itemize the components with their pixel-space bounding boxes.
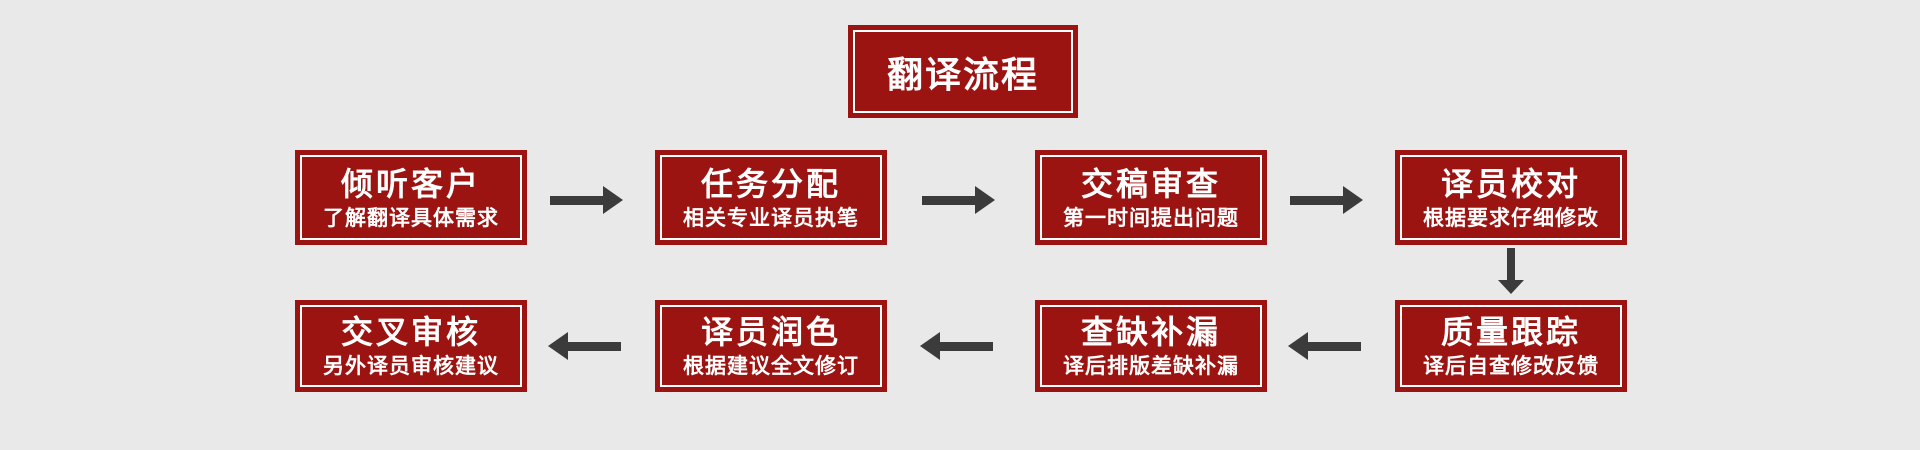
step-title: 查缺补漏 [1080,314,1221,351]
step-title: 任务分配 [700,165,841,202]
flowchart-title-box: 翻译流程 [848,25,1078,118]
flowchart-title-inner-frame: 翻译流程 [853,30,1073,113]
step-box-quality-tracking: 质量跟踪 译后自查修改反馈 [1395,300,1627,392]
step-subtitle: 了解翻译具体需求 [323,206,499,230]
step-subtitle: 根据建议全文修订 [683,355,859,379]
step-title: 倾听客户 [340,165,481,202]
step-subtitle: 译后排版差缺补漏 [1063,355,1239,379]
step-box-translator-proofreading: 译员校对 根据要求仔细修改 [1395,150,1627,245]
step-box-gap-filling: 查缺补漏 译后排版差缺补漏 [1035,300,1267,392]
arrow-left-icon [548,332,621,360]
step-box-draft-review: 交稿审查 第一时间提出问题 [1035,150,1267,245]
step-box-translator-polishing: 译员润色 根据建议全文修订 [655,300,887,392]
step-subtitle: 第一时间提出问题 [1063,206,1239,230]
step-subtitle: 根据要求仔细修改 [1423,206,1599,230]
arrow-left-icon [1288,332,1361,360]
step-title: 译员润色 [700,314,841,351]
arrow-right-icon [550,186,623,214]
step-box-cross-review: 交叉审核 另外译员审核建议 [295,300,527,392]
step-title: 质量跟踪 [1440,314,1581,351]
step-box-task-assignment: 任务分配 相关专业译员执笔 [655,150,887,245]
step-subtitle: 相关专业译员执笔 [683,206,859,230]
step-title: 交叉审核 [340,314,481,351]
step-title: 交稿审查 [1080,165,1221,202]
step-subtitle: 译后自查修改反馈 [1423,355,1599,379]
step-box-listen-client: 倾听客户 了解翻译具体需求 [295,150,527,245]
flowchart-title: 翻译流程 [886,53,1039,95]
arrow-down-icon [1498,248,1524,294]
step-title: 译员校对 [1440,165,1581,202]
arrow-right-icon [1290,186,1363,214]
arrow-right-icon [922,186,995,214]
arrow-left-icon [920,332,993,360]
step-subtitle: 另外译员审核建议 [323,355,499,379]
